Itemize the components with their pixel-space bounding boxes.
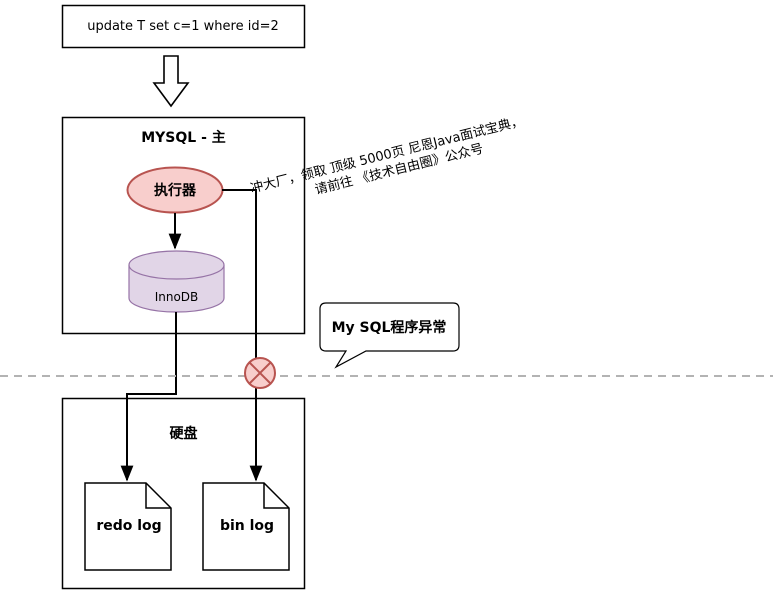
redo-log-document — [84, 482, 172, 571]
disk-container — [61, 397, 306, 590]
flow-down-arrow — [152, 55, 190, 108]
redo-log-fold — [145, 483, 171, 509]
error-callout-text: My SQL程序异常 — [331, 320, 447, 336]
bin-log-label: bin log — [219, 518, 275, 534]
error-cross-icon — [244, 357, 276, 389]
bin-log-document — [202, 482, 290, 571]
error-callout-bubble — [319, 302, 460, 369]
innodb-label: InnoDB — [154, 290, 199, 304]
innodb-cylinder — [128, 250, 225, 313]
innodb-to-redolog-edge — [120, 312, 177, 482]
redo-log-label: redo log — [96, 518, 162, 534]
executor-label: 执行器 — [154, 183, 196, 199]
sql-statement-text: update T set c=1 where id=2 — [87, 18, 279, 34]
sql-statement-box — [61, 4, 306, 49]
mysql-server-title: MYSQL - 主 — [141, 130, 226, 146]
disk-title: 硬盘 — [169, 426, 198, 442]
bin-log-fold — [263, 483, 289, 509]
